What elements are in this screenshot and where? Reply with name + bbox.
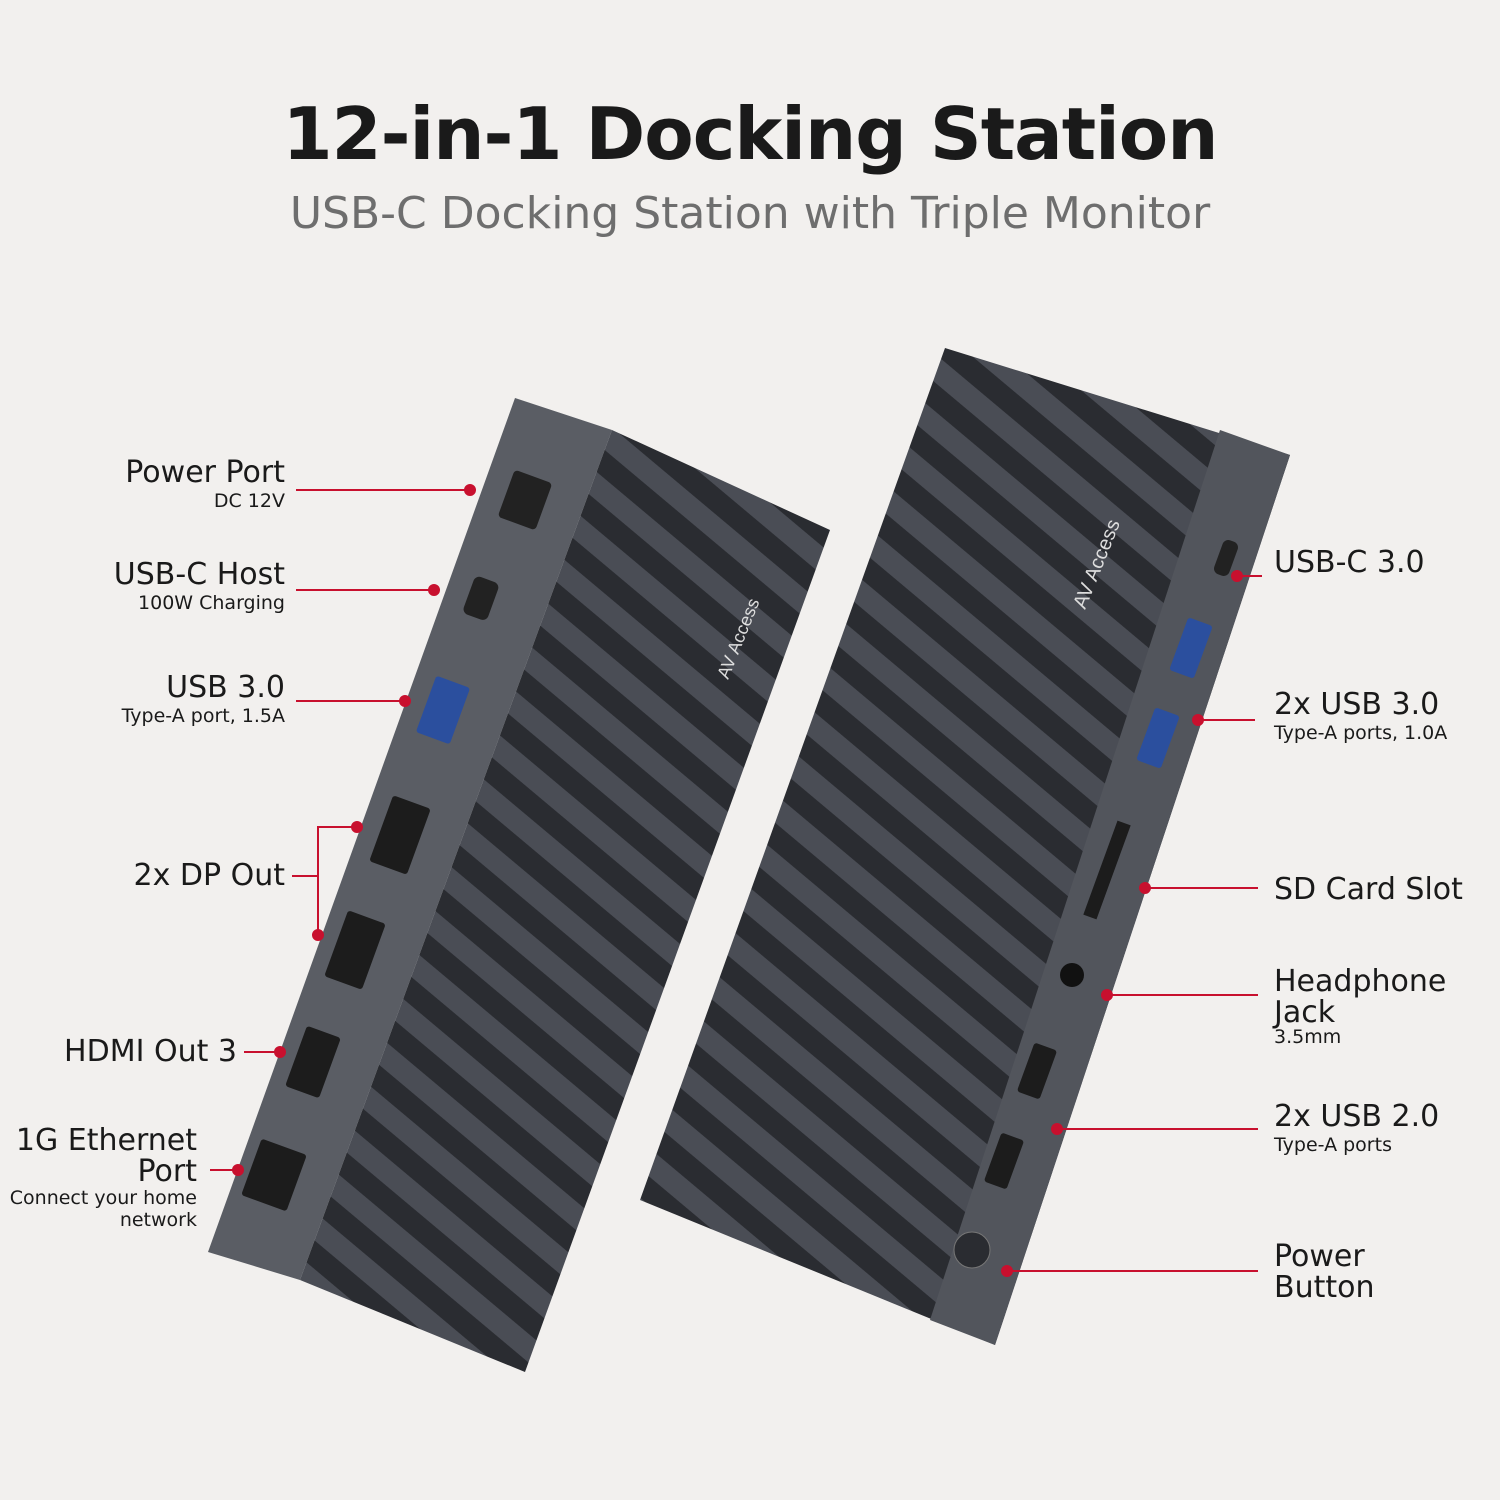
label-sub: Type-A ports <box>1274 1134 1392 1156</box>
callout-lines <box>210 484 1262 1277</box>
label-main: USB-C 3.0 <box>1274 545 1425 580</box>
label-main: 2x DP Out <box>133 858 286 893</box>
label-sub: 3.5mm <box>1274 1026 1342 1048</box>
label-usb-3-ports: 2x USB 3.0 Type-A ports, 1.0A <box>1274 690 1447 743</box>
usb-c-host-port <box>463 576 499 620</box>
label-main: USB 3.0 <box>166 670 285 705</box>
label-sub: DC 12V <box>213 490 285 512</box>
dp-out-2 <box>325 911 385 989</box>
dock-left-side: AV Access <box>208 398 830 1372</box>
label-main: SD Card Slot <box>1274 872 1463 907</box>
label-headphone: Headphone Jack 3.5mm <box>1274 966 1464 1047</box>
usb-3-port-2 <box>1137 708 1179 768</box>
label-sd-card: SD Card Slot <box>1274 875 1463 905</box>
label-usb-3: USB 3.0 Type-A port, 1.5A <box>122 673 285 726</box>
usb-c-port <box>1214 540 1238 576</box>
label-sub: 100W Charging <box>138 592 285 614</box>
usb-2-port-1 <box>1017 1043 1057 1099</box>
dp-out-1 <box>370 796 430 874</box>
label-main: 2x USB 2.0 <box>1274 1099 1440 1134</box>
ethernet-port <box>242 1139 306 1211</box>
label-power-port: Power Port DC 12V <box>125 458 285 511</box>
label-power-button: Power Button <box>1274 1241 1394 1303</box>
headphone-jack <box>1060 963 1084 987</box>
usb-3-port-1 <box>1170 618 1212 678</box>
label-ethernet: 1G Ethernet Port Connect your home netwo… <box>0 1125 197 1231</box>
label-hdmi-out: HDMI Out 3 <box>64 1037 237 1067</box>
label-sub: Type-A port, 1.5A <box>121 705 285 727</box>
page-subtitle: USB-C Docking Station with Triple Monito… <box>289 188 1211 239</box>
label-main: Power Button <box>1274 1239 1375 1305</box>
sd-card-slot <box>1083 820 1131 920</box>
usb-a-port <box>416 676 470 744</box>
label-usb-2-ports: 2x USB 2.0 Type-A ports <box>1274 1102 1439 1155</box>
label-main: Power Port <box>125 455 285 490</box>
label-main: Headphone Jack <box>1274 964 1447 1030</box>
label-main: HDMI Out 3 <box>64 1034 237 1069</box>
label-dp-out: 2x DP Out <box>134 861 286 891</box>
dock-right-side: AV Access <box>640 348 1290 1345</box>
label-usb-c-host: USB-C Host 100W Charging <box>114 560 285 613</box>
hdmi-out <box>285 1026 341 1098</box>
label-usb-c-3: USB-C 3.0 <box>1274 548 1425 578</box>
label-main: 2x USB 3.0 <box>1274 687 1440 722</box>
usb-2-port-2 <box>984 1133 1024 1189</box>
label-main: USB-C Host <box>113 557 285 592</box>
power-button <box>953 1231 991 1269</box>
page-title: 12-in-1 Docking Station <box>282 92 1218 176</box>
label-main: 1G Ethernet Port <box>15 1123 197 1189</box>
label-sub: Type-A ports, 1.0A <box>1274 722 1448 744</box>
label-sub: Connect your home network <box>9 1187 197 1231</box>
power-port <box>498 470 552 530</box>
